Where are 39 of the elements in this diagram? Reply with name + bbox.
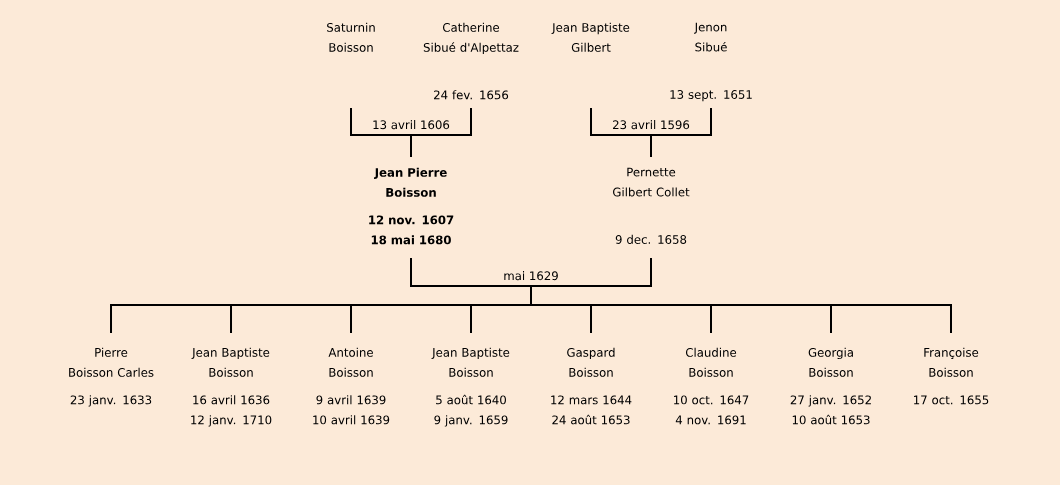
- date-text: 5 août 1640: [436, 394, 506, 405]
- person-name: Catherine Sibué d'Alpettaz: [423, 22, 519, 55]
- date-text: 10 août 1653: [792, 414, 870, 425]
- date-text: 9 avril 1639: [316, 395, 386, 405]
- person-name: Jean Baptiste Boisson: [191, 347, 270, 377]
- person-name: Claudine Boisson: [685, 347, 737, 377]
- date-text: 24 fev. 1656: [434, 90, 509, 100]
- person-name: Antoine Boisson: [328, 347, 373, 377]
- person-name: Pierre Boisson Carles: [69, 347, 154, 377]
- person-name: Pernette Gilbert Collet: [613, 167, 690, 197]
- person-name: Jenon Sibué: [694, 22, 727, 52]
- person-name: Jean Baptiste Gilbert: [551, 22, 630, 52]
- family-tree-line: [590, 107, 712, 158]
- date-text: 18 mai 1680: [371, 235, 451, 245]
- date-text: 24 août 1653: [552, 414, 630, 425]
- edge-label: 13 avril 1606: [373, 120, 450, 130]
- date-text: 12 nov. 1607: [369, 215, 454, 225]
- date-text: 27 janv. 1652: [790, 395, 871, 407]
- date-text: 9 dec. 1658: [615, 234, 687, 244]
- date-text: 23 janv. 1633: [70, 395, 152, 407]
- date-text: 4 nov. 1691: [675, 415, 746, 425]
- person-name: Jean Baptiste Boisson: [431, 347, 510, 377]
- date-text: 13 sept. 1651: [670, 90, 752, 102]
- edge-label: 23 avril 1596: [613, 120, 690, 130]
- family-tree-line: [110, 257, 952, 334]
- person-name: Saturnin Boisson: [327, 22, 375, 52]
- date-text: 9 janv. 1659: [434, 415, 508, 427]
- person-name: Jean Pierre Boisson: [374, 167, 447, 197]
- date-text: 10 oct. 1647: [674, 395, 749, 405]
- date-text: 12 janv. 1710: [191, 415, 272, 427]
- person-name: Gaspard Boisson: [567, 347, 615, 377]
- date-text: 16 avril 1636: [193, 395, 270, 405]
- person-name: Françoise Boisson: [924, 347, 979, 377]
- date-text: 12 mars 1644: [551, 395, 632, 405]
- person-name: Georgia Boisson: [808, 347, 853, 377]
- date-text: 17 oct. 1655: [914, 395, 989, 405]
- edge-label: mai 1629: [504, 271, 558, 281]
- family-tree-line: [350, 107, 472, 158]
- date-text: 10 avril 1639: [313, 415, 390, 425]
